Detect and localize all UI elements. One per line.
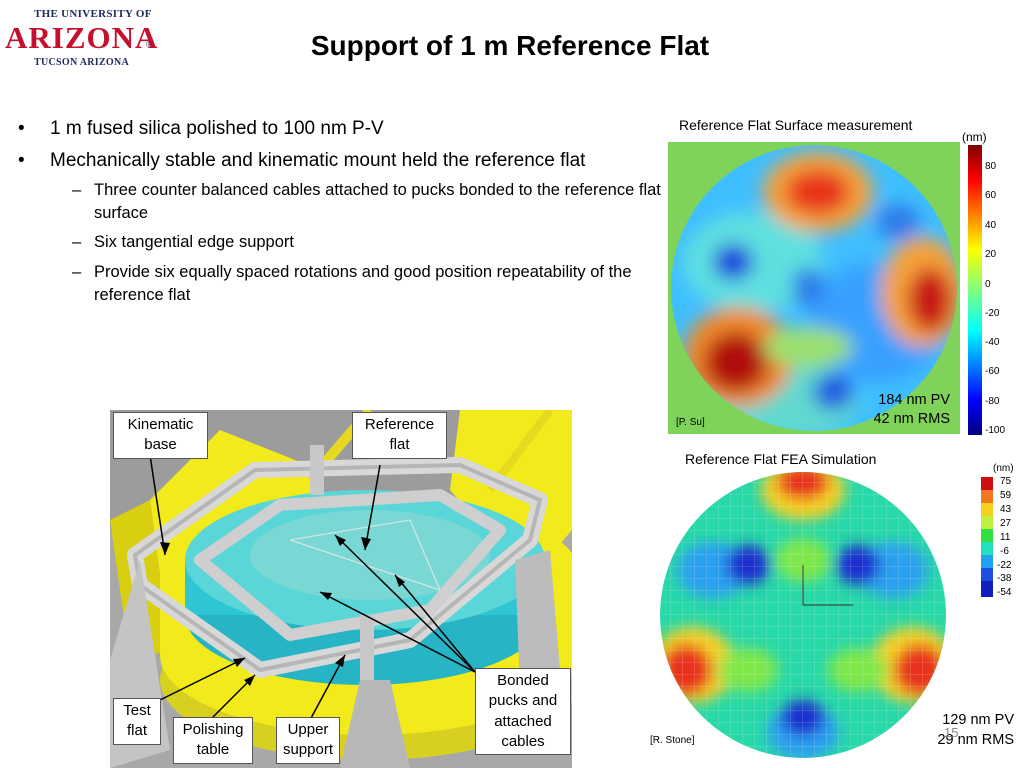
callout-kinematic-base: Kinematic base [113,412,208,459]
measurement-tick-2: 40 [985,220,997,231]
logo-registered-mark: ® [146,40,152,49]
fea-tick-4: 11 [1000,532,1011,543]
fea-credit: [R. Stone] [650,735,695,746]
fea-tick-6: -22 [997,560,1012,571]
fea-rms: 29 nm RMS [937,732,1014,748]
measurement-caption: Reference Flat Surface measurement [679,117,913,133]
page-title: Support of 1 m Reference Flat [310,30,710,61]
measurement-unit: (nm) [962,130,987,144]
measurement-rms: 42 nm RMS [873,411,950,427]
fea-tick-8: -54 [997,587,1012,598]
fea-tick-3: 27 [1000,518,1012,529]
fea-tick-7: -38 [997,573,1012,584]
measurement-tick-9: -100 [985,425,1006,436]
bullet-list: 1 m fused silica polished to 100 nm P-V … [12,116,662,313]
logo-line-tucson: TUCSON ARIZONA [34,57,130,68]
measurement-tick-4: 0 [985,279,991,290]
measurement-tick-1: 60 [985,190,997,201]
fea-caption: Reference Flat FEA Simulation [685,451,877,467]
fea-colorbar [981,477,993,597]
fea-tick-1: 59 [1000,490,1012,501]
fea-simulation-map [660,472,946,758]
fea-pv: 129 nm PV [942,712,1014,728]
fea-unit: (nm) [993,463,1014,474]
bullet-1: 1 m fused silica polished to 100 nm P-V [12,116,662,142]
measurement-tick-6: -40 [985,337,1000,348]
callout-polishing-table: Polishing table [173,717,253,764]
callout-reference-flat: Reference flat [352,412,447,459]
measurement-tick-3: 20 [985,249,997,260]
callout-test-flat: Test flat [113,698,161,745]
measurement-tick-7: -60 [985,366,1000,377]
sub-bullet-1: Three counter balanced cables attached t… [12,179,662,225]
fea-tick-2: 43 [1000,504,1012,515]
measurement-pv: 184 nm PV [878,392,950,408]
measurement-tick-8: -80 [985,396,1000,407]
measurement-credit: [P. Su] [676,417,705,428]
callout-upper-support: Upper support [276,717,340,764]
logo-line-university: THE UNIVERSITY OF [34,8,152,20]
page-number: 15 [944,725,959,740]
measurement-colorbar [968,145,982,435]
sub-bullet-2: Six tangential edge support [12,231,662,254]
fea-tick-5: -6 [1000,546,1009,557]
sub-bullet-3: Provide six equally spaced rotations and… [12,261,662,307]
measurement-tick-0: 80 [985,161,997,172]
fea-tick-0: 75 [1000,476,1012,487]
bullet-2: Mechanically stable and kinematic mount … [12,148,662,174]
measurement-tick-5: -20 [985,308,1000,319]
callout-bonded-pucks: Bonded pucks and attached cables [475,668,571,755]
mount-model-render [110,410,572,768]
logo-arizona: ARIZONA [5,20,159,55]
surface-measurement-map [668,142,960,434]
